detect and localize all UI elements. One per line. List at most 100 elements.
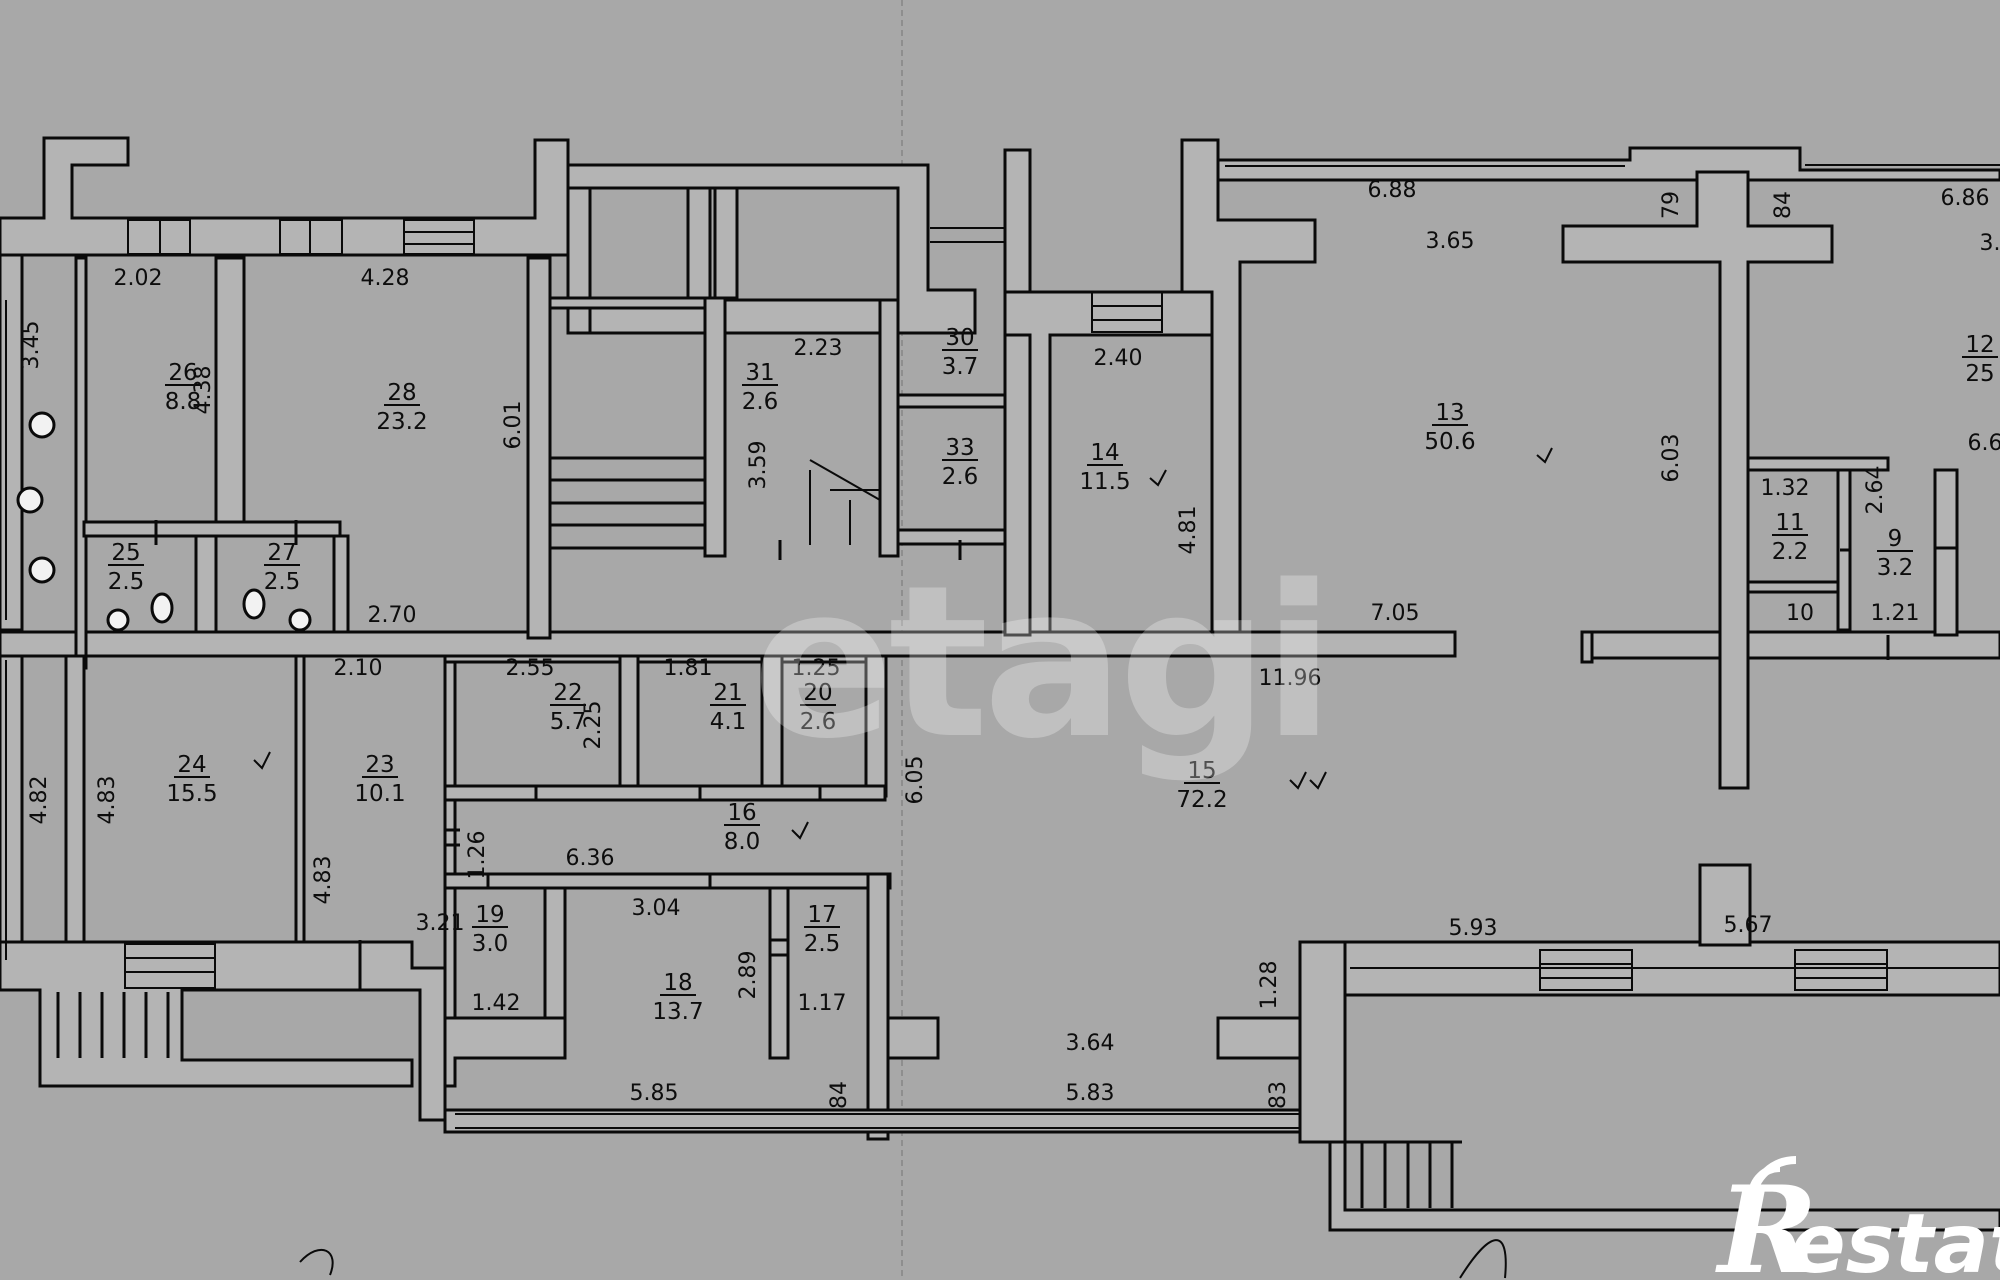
- room-area: 2.5: [108, 569, 145, 595]
- pencil-check: [1536, 447, 1553, 464]
- dimension-label: 6.01: [501, 401, 526, 450]
- stair-treads: [56, 456, 1462, 1208]
- room-area: 2.5: [264, 569, 301, 595]
- dimension-label: 4.28: [361, 266, 410, 291]
- room-area: 2.6: [942, 464, 979, 490]
- door-marks: [154, 520, 1957, 990]
- dimension-label: 1.21: [1871, 601, 1920, 626]
- dimension-label: 4.82: [27, 776, 52, 825]
- room-number: 26: [168, 360, 197, 386]
- room-number: 15: [1187, 758, 1216, 784]
- dimension-label: 1.42: [472, 991, 521, 1016]
- dimension-label: 4.38: [191, 366, 216, 415]
- room-number: 27: [267, 540, 296, 566]
- dimension-label: 6.03: [1659, 434, 1684, 483]
- room-area: 8.8: [165, 389, 202, 415]
- dimension-label: 2.70: [368, 603, 417, 628]
- dimension-label: 79: [1659, 191, 1684, 219]
- dimension-label: 5.85: [630, 1081, 679, 1106]
- pencil-check: [299, 1249, 334, 1276]
- room-number: 18: [663, 970, 692, 996]
- room-number: 31: [745, 360, 774, 386]
- logo-initial: R: [1715, 1160, 1818, 1280]
- pencil-check: [1149, 469, 1167, 487]
- dimension-label: 84: [1771, 191, 1796, 219]
- room-number: 30: [945, 325, 974, 351]
- room-number: 25: [111, 540, 140, 566]
- room-area: 50.6: [1424, 429, 1475, 455]
- dimension-label: 4.83: [311, 856, 336, 905]
- room-area: 72.2: [1176, 787, 1227, 813]
- dimension-label: 11.96: [1259, 666, 1322, 691]
- dimension-label: 6.86: [1941, 186, 1990, 211]
- dimension-labels: 2.02 4.28 3.45 4.38 6.01 2.23 3.59 2.40 4.81 6.88…: [19, 178, 2000, 1109]
- room-number: 14: [1090, 440, 1119, 466]
- dimension-label: 6.6: [1968, 431, 2000, 456]
- dimension-label: 5.93: [1449, 916, 1498, 941]
- dimension-label: 3.65: [1426, 229, 1475, 254]
- walls: [0, 136, 2000, 1232]
- dimension-label: 3.04: [632, 896, 681, 921]
- dimension-label: 84: [827, 1081, 852, 1109]
- dimension-label: 5.67: [1724, 913, 1773, 938]
- pencil-check: [1289, 771, 1327, 790]
- room-number: 28: [387, 380, 416, 406]
- signal-arcs-icon: [1748, 1155, 1797, 1201]
- room-area: 2.6: [800, 709, 837, 735]
- dimension-label: 10: [1786, 601, 1814, 626]
- restate-logo: R estate: [1715, 1155, 2000, 1280]
- dimension-label: 1.26: [465, 831, 490, 880]
- room-number: 23: [365, 752, 394, 778]
- dimension-label: 3.59: [746, 441, 771, 490]
- room-area: 5.7: [550, 709, 587, 735]
- room-number: 20: [803, 680, 832, 706]
- room-number: 19: [475, 902, 504, 928]
- dimension-label: 83: [1266, 1081, 1291, 1109]
- dimension-label: 1.17: [798, 991, 847, 1016]
- room-number: 16: [727, 800, 756, 826]
- dimension-label: 1.25: [792, 656, 841, 681]
- dimension-label: 2.40: [1094, 346, 1143, 371]
- room-number: 24: [177, 752, 206, 778]
- logo-rest: estate: [1790, 1197, 2000, 1280]
- watermark-text: etagi: [752, 540, 1329, 785]
- dimension-label: 3.64: [1066, 1031, 1115, 1056]
- details: [5, 164, 2000, 1279]
- room-area: 3.0: [472, 931, 509, 957]
- room-area: 2.5: [804, 931, 841, 957]
- dimension-label: 6.36: [566, 846, 615, 871]
- pencil-check: [791, 821, 809, 840]
- dimension-label: 6.88: [1368, 178, 1417, 203]
- dimension-label: 2.23: [794, 336, 843, 361]
- dimension-label: 1.32: [1761, 476, 1810, 501]
- room-area: 23.2: [376, 409, 427, 435]
- dimension-label: 2.02: [114, 266, 163, 291]
- room-number: 21: [713, 680, 742, 706]
- room-number: 33: [945, 435, 974, 461]
- room-area: 25: [1965, 361, 1994, 387]
- room-number: 22: [553, 680, 582, 706]
- pencil-check: [253, 751, 271, 770]
- dimension-label: 6.05: [903, 756, 928, 805]
- windows: [5, 164, 2000, 1129]
- dimension-label: 1.81: [664, 656, 713, 681]
- room-area: 3.7: [942, 354, 979, 380]
- dimension-label: 3.21: [416, 911, 465, 936]
- room-area: 4.1: [710, 709, 747, 735]
- room-area: 11.5: [1079, 469, 1130, 495]
- dimension-label: 7.05: [1371, 601, 1420, 626]
- room-area: 2.2: [1772, 539, 1809, 565]
- room-area: 13.7: [652, 999, 703, 1025]
- dimension-label: 4.81: [1176, 506, 1201, 555]
- dimension-label: 3.: [1980, 231, 2000, 256]
- room-area: 2.6: [742, 389, 779, 415]
- room-area: 15.5: [166, 781, 217, 807]
- dimension-label: 2.89: [736, 951, 761, 1000]
- room-number: 9: [1888, 526, 1903, 552]
- dimension-label: 3.45: [19, 321, 44, 370]
- dimension-label: 4.83: [95, 776, 120, 825]
- dimension-label: 2.55: [506, 656, 555, 681]
- room-number: 11: [1775, 510, 1804, 536]
